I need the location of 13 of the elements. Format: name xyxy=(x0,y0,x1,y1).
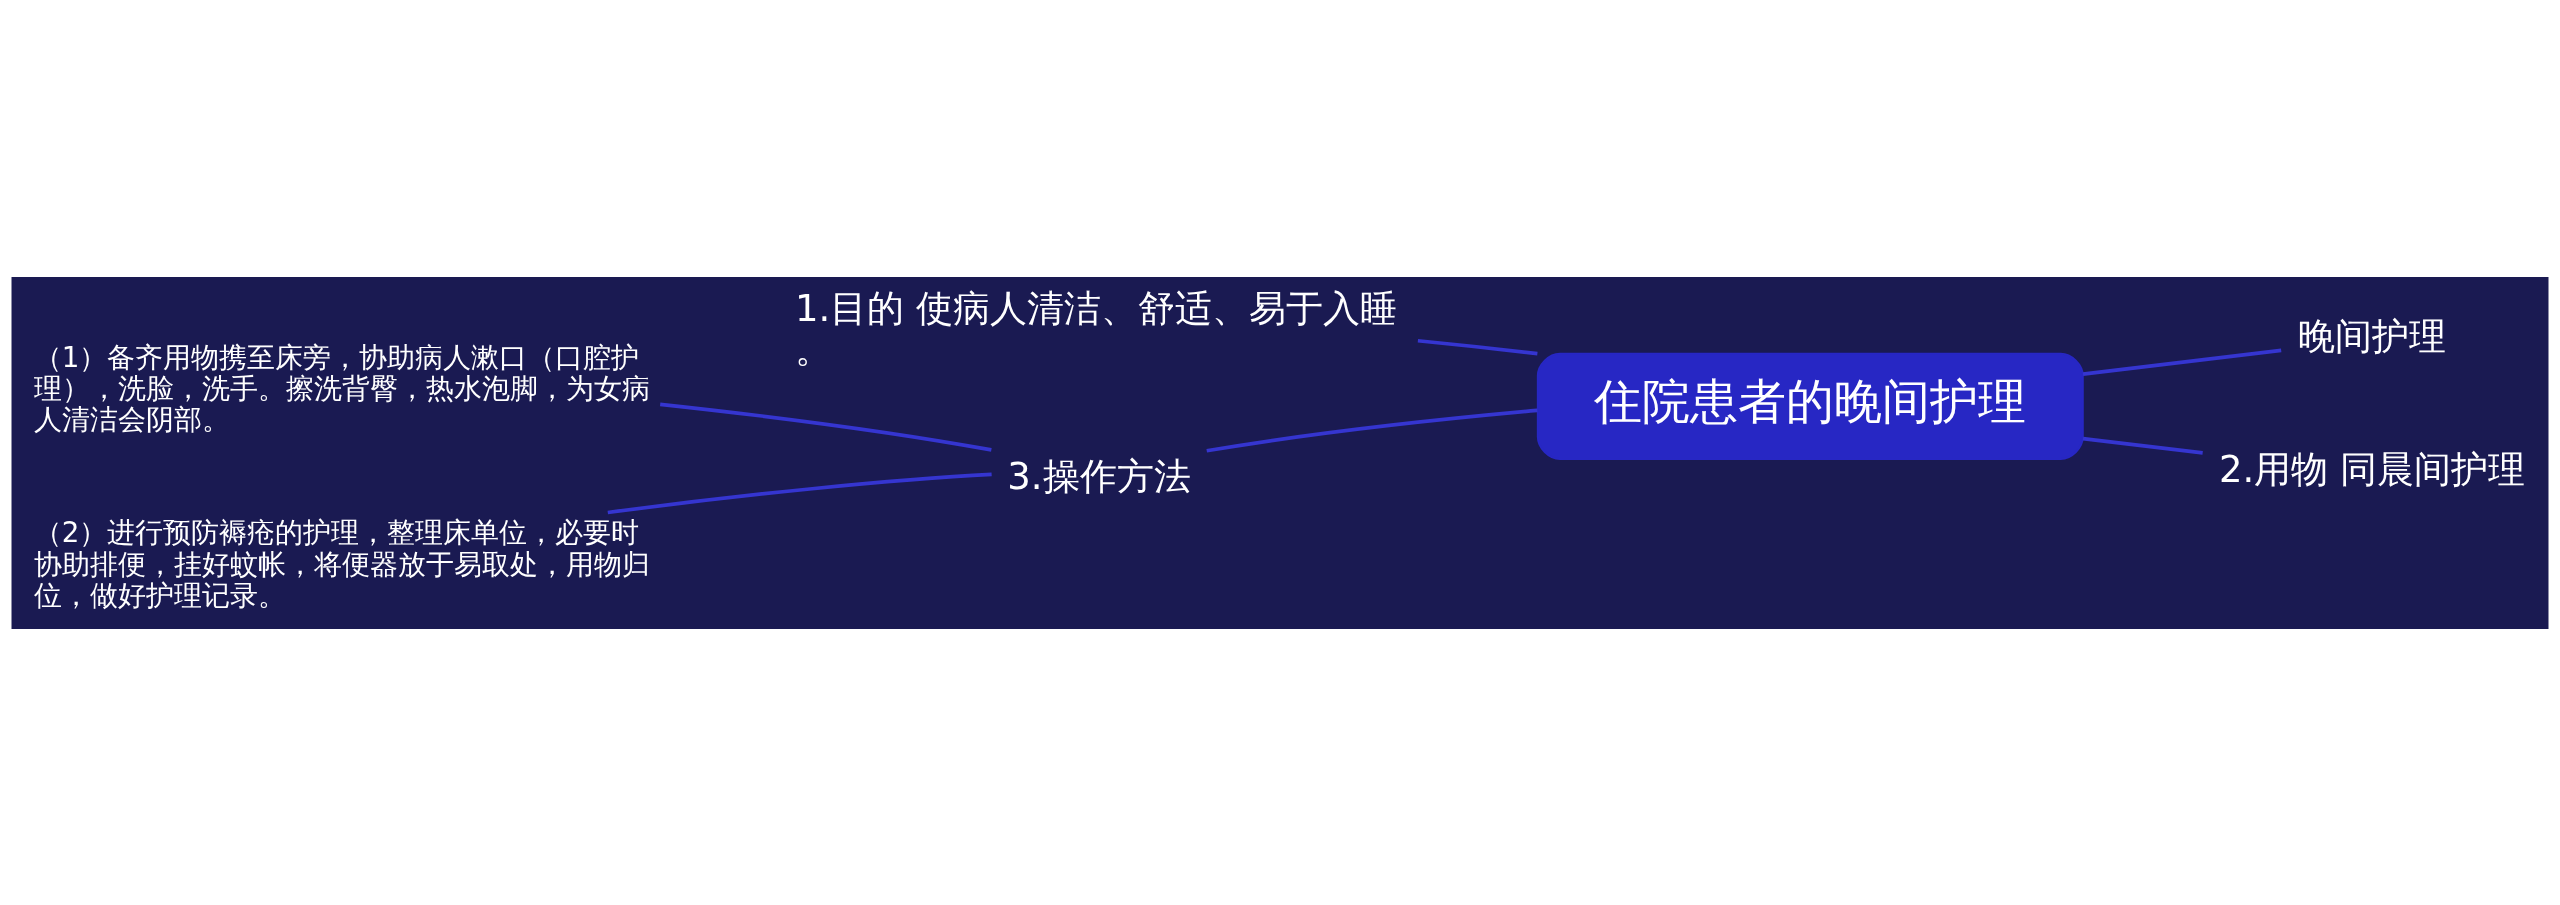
node-box: 住院患者的晚间护理 xyxy=(1536,352,2084,460)
node-text: （2）进行预防褥疮的护理，整理床单位，必要时协助排便，挂好蚊帐，将便器放于易取处，用物归位，做好护理记录。 xyxy=(33,515,650,612)
node-text: 1.目的 使病人清洁、舒适、易于入睡。 xyxy=(794,286,1397,371)
connector xyxy=(1206,408,1538,453)
connector xyxy=(2082,348,2282,376)
connector xyxy=(659,401,992,452)
node-text: 2.用物 同晨间护理 xyxy=(2219,447,2526,491)
node-text: 3.操作方法 xyxy=(1007,454,1191,498)
connector xyxy=(2082,436,2203,455)
node-text: 晚间护理 xyxy=(2298,314,2447,358)
node-text: （1）备齐用物携至床旁，协助病人漱口（口腔护理），洗脸，洗手。擦洗背臀，热水泡脚，为女病人清洁会阴部。 xyxy=(33,340,650,436)
connector xyxy=(1417,338,1538,356)
connector xyxy=(607,472,992,514)
